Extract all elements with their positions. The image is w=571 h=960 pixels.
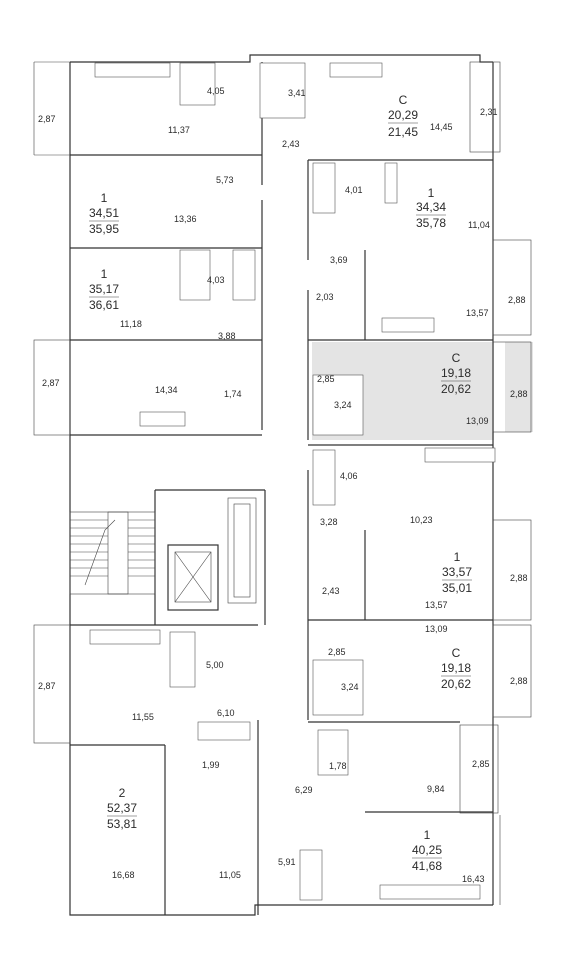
area-label: 10,23 [410, 515, 433, 525]
svg-text:33,57: 33,57 [442, 565, 472, 579]
svg-text:52,37: 52,37 [107, 801, 137, 815]
area-label: 3,28 [320, 517, 338, 527]
unit-label-1b: 1 34,34 35,78 [416, 186, 446, 230]
unit-label-c-top: С 20,29 21,45 [388, 93, 418, 139]
area-label: 4,03 [207, 275, 225, 285]
staircase [69, 511, 156, 595]
area-label: 3,88 [218, 331, 236, 341]
area-label: 13,09 [425, 624, 448, 634]
unit-label-c-mid: С 19,18 20,62 [441, 351, 471, 396]
area-label: 14,34 [155, 385, 178, 395]
unit-label-1c: 1 35,17 36,61 [89, 267, 119, 312]
area-label: 4,06 [340, 471, 358, 481]
area-label: 3,24 [334, 400, 352, 410]
area-label: 2,85 [328, 647, 346, 657]
area-label: 2,85 [472, 759, 490, 769]
kitchen-units [89, 62, 496, 900]
svg-text:35,17: 35,17 [89, 282, 119, 296]
svg-text:35,01: 35,01 [442, 581, 472, 595]
highlighted-balcony [505, 342, 533, 432]
exterior-walls [33, 54, 532, 916]
unit-label-1a: 1 34,51 35,95 [89, 191, 119, 236]
area-label: 5,73 [216, 175, 234, 185]
area-label: 2,88 [510, 389, 528, 399]
area-label: 2,43 [322, 586, 340, 596]
area-label: 6,10 [217, 708, 235, 718]
svg-text:1: 1 [428, 186, 435, 200]
area-label: 2,43 [282, 139, 300, 149]
svg-text:34,34: 34,34 [416, 200, 446, 214]
area-labels: 2,87 4,05 11,37 3,41 2,43 14,45 2,31 5,7… [38, 86, 528, 884]
area-label: 2,88 [508, 295, 526, 305]
area-label: 1,74 [224, 389, 242, 399]
svg-text:1: 1 [101, 191, 108, 205]
svg-text:1: 1 [101, 267, 108, 281]
svg-text:1: 1 [454, 550, 461, 564]
area-label: 13,09 [466, 416, 489, 426]
svg-text:19,18: 19,18 [441, 661, 471, 675]
area-label: 11,18 [120, 319, 142, 329]
area-label: 2,31 [480, 107, 498, 117]
area-label: 11,55 [132, 712, 154, 722]
area-label: 1,99 [202, 760, 220, 770]
area-label: 2,88 [510, 573, 528, 583]
svg-text:53,81: 53,81 [107, 817, 137, 831]
elevator [167, 497, 257, 611]
area-label: 3,41 [288, 88, 306, 98]
unit-labels: С 20,29 21,45 1 34,51 35,95 1 34,34 35,7… [89, 93, 472, 873]
area-label: 13,57 [466, 308, 489, 318]
svg-text:40,25: 40,25 [412, 843, 442, 857]
svg-text:19,18: 19,18 [441, 366, 471, 380]
svg-text:21,45: 21,45 [388, 125, 418, 139]
svg-text:36,61: 36,61 [89, 298, 119, 312]
svg-text:С: С [399, 93, 408, 107]
area-label: 2,85 [317, 374, 335, 384]
svg-text:41,68: 41,68 [412, 859, 442, 873]
svg-text:С: С [452, 646, 461, 660]
svg-text:20,62: 20,62 [441, 382, 471, 396]
area-label: 14,45 [430, 122, 453, 132]
area-label: 3,24 [341, 682, 359, 692]
svg-text:С: С [452, 351, 461, 365]
area-label: 5,00 [206, 660, 224, 670]
area-label: 2,03 [316, 292, 334, 302]
unit-label-1d: 1 33,57 35,01 [442, 550, 472, 595]
svg-text:20,62: 20,62 [441, 677, 471, 691]
svg-text:1: 1 [424, 828, 431, 842]
svg-text:35,95: 35,95 [89, 222, 119, 236]
area-label: 4,05 [207, 86, 225, 96]
svg-text:34,51: 34,51 [89, 206, 119, 220]
area-label: 13,36 [174, 214, 197, 224]
unit-label-2: 2 52,37 53,81 [107, 786, 137, 831]
area-label: 5,91 [278, 857, 296, 867]
area-label: 9,84 [427, 784, 445, 794]
area-label: 4,01 [345, 185, 363, 195]
area-label: 2,87 [42, 378, 60, 388]
area-label: 1,78 [329, 761, 347, 771]
svg-text:20,29: 20,29 [388, 108, 418, 122]
unit-label-1e: 1 40,25 41,68 [412, 828, 442, 873]
svg-text:2: 2 [119, 786, 126, 800]
area-label: 3,69 [330, 255, 348, 265]
area-label: 2,88 [510, 676, 528, 686]
area-label: 11,05 [219, 870, 241, 880]
svg-text:35,78: 35,78 [416, 216, 446, 230]
area-label: 16,43 [462, 874, 485, 884]
area-label: 6,29 [295, 785, 313, 795]
area-label: 2,87 [38, 114, 56, 124]
bathroom-fixtures [169, 62, 364, 901]
area-label: 13,57 [425, 600, 448, 610]
area-label: 11,04 [468, 220, 490, 230]
area-label: 11,37 [168, 125, 190, 135]
area-label: 16,68 [112, 870, 135, 880]
unit-label-c-low: С 19,18 20,62 [441, 646, 471, 691]
area-label: 2,87 [38, 681, 56, 691]
